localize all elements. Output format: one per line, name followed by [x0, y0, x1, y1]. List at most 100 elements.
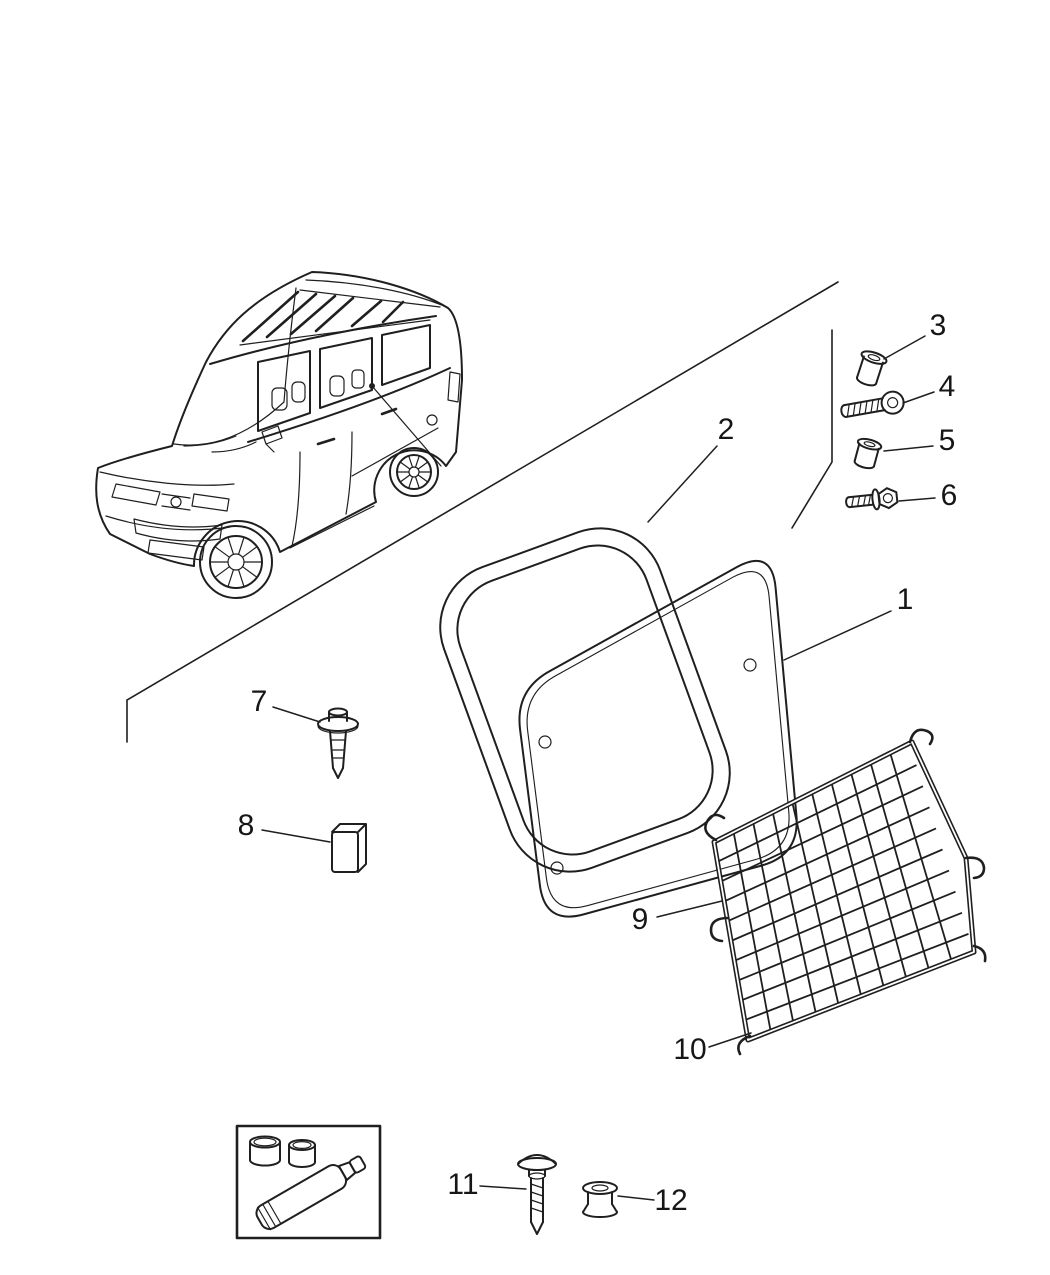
leader-line-2 [647, 445, 718, 523]
primer-can-1 [249, 1135, 281, 1167]
vehicle-fuel-door [426, 414, 438, 426]
glass-mount-hole-1 [538, 735, 552, 749]
callout-12: 12 [654, 1184, 687, 1217]
vehicle-roof-slats [241, 290, 405, 343]
vehicle-sliding-door-seam [345, 431, 353, 515]
vehicle-badge [170, 496, 182, 508]
vehicle-door-handle-front [316, 437, 336, 446]
mesh-hook-right [964, 856, 986, 880]
leader-line-8 [261, 829, 331, 843]
mesh-hook-top-right [908, 728, 934, 746]
cargo-mesh-grate-item9-10 [704, 728, 987, 1056]
vehicle-illustration [95, 271, 463, 599]
callout-9: 9 [632, 903, 649, 936]
vehicle-quarter-window [381, 324, 431, 386]
vehicle-lower-grille [133, 518, 223, 542]
front-wheel-spokes [209, 536, 263, 588]
leader-line-11 [479, 1185, 527, 1190]
vehicle-hood-edge [99, 471, 235, 486]
mesh-hook-top-left [704, 813, 726, 842]
sealant-tube [255, 1155, 367, 1231]
vehicle-rear-wheel [389, 447, 439, 497]
leader-line-12 [617, 1195, 655, 1201]
grommet-nut-item12 [582, 1181, 618, 1218]
vehicle-grille-bars [161, 493, 191, 511]
vehicle-front-door-seam [291, 451, 301, 547]
vehicle-sliding-door-rail [351, 427, 439, 477]
vehicle-rocker-line [289, 505, 375, 549]
vehicle-headrest-1 [271, 387, 288, 411]
primer-can-2 [288, 1139, 316, 1168]
vehicle-body-outline [95, 271, 463, 567]
mesh-hook-left [709, 916, 730, 943]
callout-2: 2 [718, 413, 735, 446]
quarter-window-glass-item1 [518, 559, 798, 918]
vehicle-roofline [209, 315, 437, 365]
vehicle-headlight-left [111, 483, 161, 506]
leader-lines [261, 335, 936, 1201]
leader-line-4 [902, 391, 935, 404]
sleeve-nut-item3 [856, 350, 888, 387]
vehicle-license-plate [147, 539, 205, 561]
callout-8: 8 [238, 809, 255, 842]
vehicle-bumper-crease [105, 515, 231, 531]
vehicle-front-door-window [257, 350, 311, 432]
spacer-block-item8 [331, 823, 367, 873]
leader-line-7 [272, 706, 321, 723]
spacer-sleeve-item5 [853, 437, 883, 470]
glass-screw-item11 [517, 1154, 557, 1235]
leader-line-9 [656, 900, 723, 918]
callout-11: 11 [447, 1168, 478, 1201]
vehicle-headrest-4 [351, 369, 365, 389]
vehicle-sliding-door-window [319, 337, 373, 409]
glass-mount-hole-3 [550, 861, 564, 875]
mesh-hook-bottom-right [972, 944, 987, 963]
zone-diagonal-line [126, 281, 839, 743]
adhesive-kit [235, 1124, 382, 1240]
leader-line-10 [708, 1032, 752, 1048]
callout-5: 5 [939, 424, 956, 457]
glass-mount-hole-2 [743, 658, 757, 672]
callout-10: 10 [673, 1033, 706, 1066]
leader-line-3 [883, 335, 926, 360]
callout-7: 7 [251, 685, 268, 718]
window-seal-item2 [439, 527, 731, 873]
hardware-bracket-line [791, 329, 833, 529]
leader-line-1 [783, 610, 892, 661]
push-rivet-item7 [317, 707, 359, 779]
vehicle-roof-inner-edge [305, 279, 445, 307]
seal-outer-ring [439, 527, 731, 873]
vehicle-beltline [247, 367, 451, 443]
mesh-grid-lines [717, 753, 969, 1032]
vehicle-cowl-line [173, 401, 285, 446]
mesh-frame-highlight [713, 741, 975, 1041]
threaded-screw-item4 [840, 390, 905, 418]
rear-wheel-spokes [396, 455, 432, 489]
zone-boundary-lines [126, 281, 839, 743]
vehicle-wiper-left [183, 435, 237, 447]
glass-inner-edge [526, 570, 790, 909]
vehicle-front-wheel [199, 525, 273, 599]
leader-line-6 [898, 497, 936, 502]
part-location-pointer [371, 385, 442, 467]
callout-3: 3 [930, 309, 947, 342]
vehicle-wiper-right [211, 441, 257, 453]
vehicle-headrest-2 [291, 381, 306, 403]
vehicle-door-handle-rear [380, 407, 398, 416]
vehicle-headlight-right [191, 493, 230, 512]
vehicle-a-pillar-far [283, 287, 297, 403]
leader-line-5 [883, 445, 934, 452]
seal-inner-ring [456, 544, 714, 856]
vehicle-roof-rail-rear [239, 319, 431, 346]
mesh-hook-bottom-left [737, 1034, 752, 1056]
callout-6: 6 [941, 479, 958, 512]
callouts: 1 2 3 4 5 6 7 8 9 10 11 12 [238, 309, 958, 1217]
hex-screw-item6 [845, 487, 899, 511]
vehicle-roof-rail-front [299, 289, 441, 308]
vehicle-headrest-3 [329, 375, 345, 397]
adhesive-kit-box [235, 1124, 382, 1240]
callout-1: 1 [897, 583, 914, 616]
callout-4: 4 [939, 370, 956, 403]
